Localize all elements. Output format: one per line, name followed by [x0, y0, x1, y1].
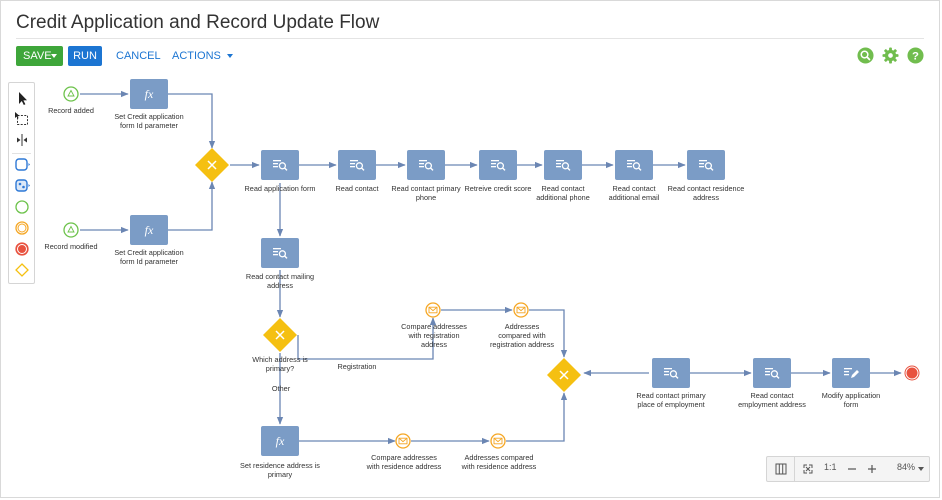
- label-set-residence: Set residence address is primary: [240, 461, 320, 479]
- subprocess-icon[interactable]: [13, 177, 31, 195]
- save-label: SAVE: [23, 50, 52, 62]
- gateway-merge-start[interactable]: [195, 148, 229, 182]
- gear-icon[interactable]: [882, 47, 899, 64]
- label-read-contact-primary-phone: Read contact primary phone: [391, 184, 461, 202]
- pointer-icon[interactable]: [13, 89, 31, 107]
- message-event-compared-registration[interactable]: [513, 302, 529, 318]
- end-event[interactable]: [904, 365, 920, 381]
- element-palette: [8, 82, 35, 284]
- search-icon[interactable]: [857, 47, 874, 64]
- zoom-level-select[interactable]: 84%: [897, 462, 916, 472]
- title-divider: [16, 38, 924, 39]
- actions-menu-button[interactable]: ACTIONS: [172, 46, 233, 66]
- label-which-address: Which address is primary?: [252, 355, 308, 373]
- label-set-credit-1: Set Credit application form Id parameter: [114, 112, 184, 130]
- intermediate-event-icon[interactable]: [13, 219, 31, 237]
- task-read-employment-address[interactable]: [753, 358, 791, 388]
- lasso-icon[interactable]: [13, 110, 31, 128]
- label-registration: Registration: [337, 362, 377, 371]
- fit-to-screen-icon[interactable]: [803, 464, 813, 474]
- label-other: Other: [271, 384, 291, 393]
- label-record-added: Record added: [48, 106, 94, 115]
- zoom-in-icon[interactable]: [867, 464, 877, 474]
- label-read-contact-additional-phone: Read contact additional phone: [536, 184, 590, 202]
- task-set-credit-application-2[interactable]: [130, 215, 168, 245]
- task-set-residence-address[interactable]: [261, 426, 299, 456]
- message-event-compared-residence[interactable]: [490, 433, 506, 449]
- split-icon[interactable]: [13, 131, 31, 149]
- zoom-reset-button[interactable]: 1:1: [824, 462, 837, 472]
- task-read-contact-residence-address[interactable]: [687, 150, 725, 180]
- start-event-record-modified[interactable]: [63, 222, 79, 238]
- task-retrieve-credit-score[interactable]: [479, 150, 517, 180]
- chevron-down-icon: [226, 54, 233, 58]
- task-read-contact-additional-phone[interactable]: [544, 150, 582, 180]
- chevron-down-icon: [51, 54, 57, 58]
- message-event-compare-registration[interactable]: [425, 302, 441, 318]
- zoom-divider: [794, 457, 795, 481]
- start-event-record-added[interactable]: [63, 86, 79, 102]
- label-read-employment-address: Read contact employment address: [738, 391, 806, 409]
- label-compare-residence: Compare addresses with residence address: [366, 453, 442, 471]
- label-compare-registration: Compare addresses with registration addr…: [401, 322, 467, 349]
- page-title: Credit Application and Record Update Flo…: [16, 12, 380, 33]
- message-event-compare-residence[interactable]: [395, 433, 411, 449]
- gateway-which-address[interactable]: [263, 318, 297, 352]
- chevron-down-icon[interactable]: [918, 467, 924, 472]
- label-read-application-form: Read application form: [244, 184, 316, 193]
- task-read-contact[interactable]: [338, 150, 376, 180]
- label-record-modified: Record modified: [44, 242, 98, 251]
- label-modify-application-form: Modify application form: [821, 391, 881, 409]
- label-read-contact-additional-email: Read contact additional email: [608, 184, 660, 202]
- map-icon[interactable]: [775, 463, 787, 475]
- run-button[interactable]: RUN: [68, 46, 102, 66]
- label-compared-residence: Addresses compared with residence addres…: [461, 453, 537, 471]
- task-read-contact-mailing-address[interactable]: [261, 238, 299, 268]
- task-modify-application-form[interactable]: [832, 358, 870, 388]
- label-read-contact-residence-address: Read contact residence address: [667, 184, 745, 202]
- help-icon[interactable]: ?: [907, 47, 924, 64]
- zoom-out-icon[interactable]: [847, 464, 857, 474]
- task-read-contact-additional-email[interactable]: [615, 150, 653, 180]
- svg-text:?: ?: [912, 51, 919, 63]
- label-compared-registration: Addresses compared with registration add…: [489, 322, 555, 349]
- start-event-icon[interactable]: [13, 198, 31, 216]
- gateway-merge-compare[interactable]: [547, 358, 581, 392]
- task-read-contact-primary-phone[interactable]: [407, 150, 445, 180]
- label-read-place-of-employment: Read contact primary place of employment: [636, 391, 706, 409]
- task-read-place-of-employment[interactable]: [652, 358, 690, 388]
- label-read-contact-mailing-address: Read contact mailing address: [245, 272, 315, 290]
- task-read-application-form[interactable]: [261, 150, 299, 180]
- label-set-credit-2: Set Credit application form Id parameter: [114, 248, 184, 266]
- label-read-contact: Read contact: [335, 184, 379, 193]
- task-icon[interactable]: [13, 156, 31, 174]
- task-set-credit-application-1[interactable]: [130, 79, 168, 109]
- save-button[interactable]: SAVE: [16, 46, 63, 66]
- palette-divider: [12, 153, 31, 154]
- cancel-button[interactable]: CANCEL: [116, 50, 161, 62]
- zoom-toolbar: 1:1 84%: [766, 456, 930, 482]
- end-event-icon[interactable]: [13, 240, 31, 258]
- actions-label: ACTIONS: [172, 50, 221, 62]
- gateway-icon[interactable]: [13, 261, 31, 279]
- label-retrieve-credit-score: Retreive credit score: [464, 184, 532, 193]
